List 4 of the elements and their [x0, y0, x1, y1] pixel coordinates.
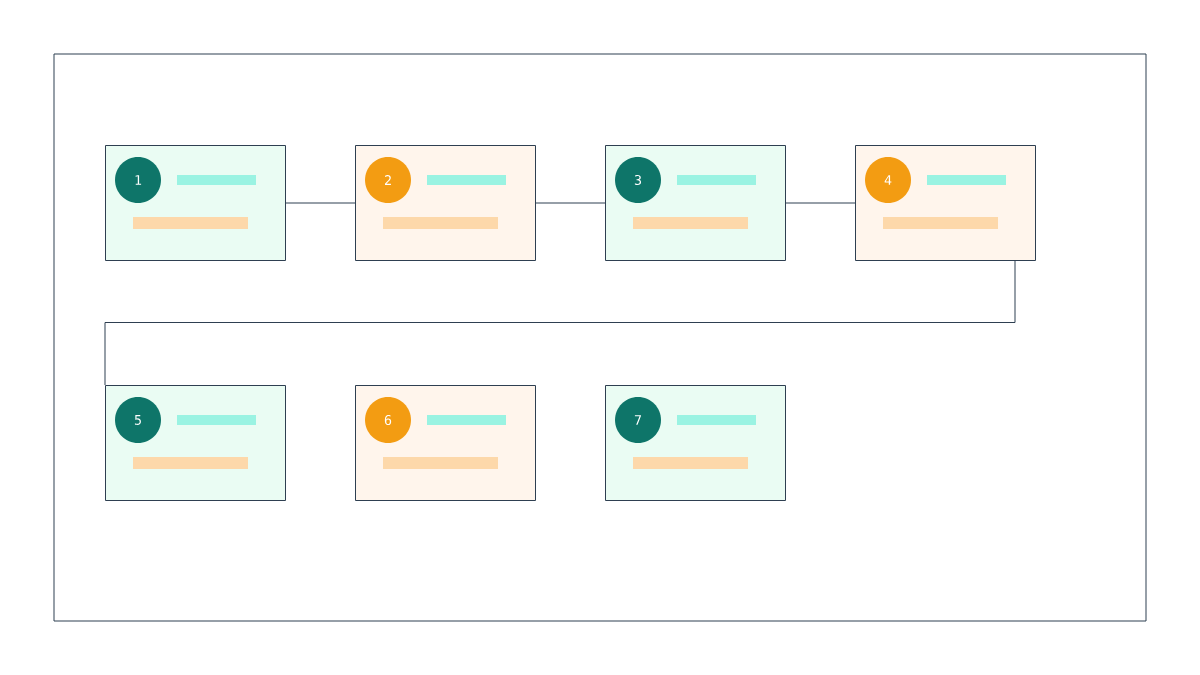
connector-line: [535, 202, 606, 204]
connector-line: [785, 202, 856, 204]
connector-line: [285, 202, 356, 204]
connector-line: [104, 260, 1016, 386]
